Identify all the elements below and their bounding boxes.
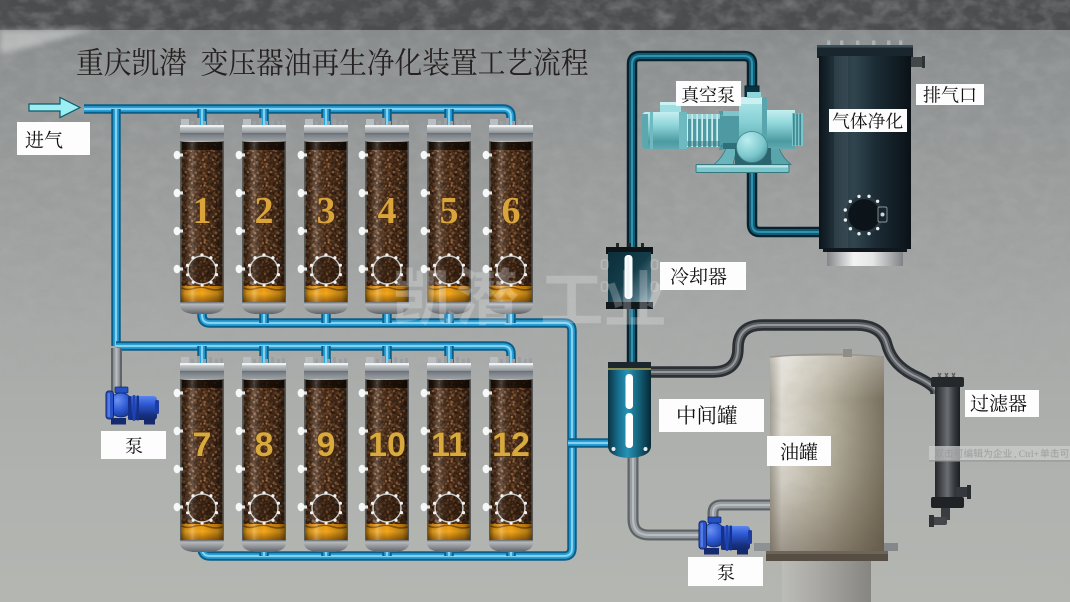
svg-text:2: 2 [255,190,274,232]
svg-text:3: 3 [317,190,336,232]
svg-text:7: 7 [193,426,212,464]
svg-text:10: 10 [368,426,406,464]
svg-text:9: 9 [317,426,336,464]
svg-text:1: 1 [193,190,212,232]
svg-text:12: 12 [492,426,530,464]
svg-text:, Ctrl+: , Ctrl+ [1014,450,1039,460]
svg-text:6: 6 [502,190,521,232]
svg-text:11: 11 [431,426,467,464]
svg-text:4: 4 [378,190,397,232]
svg-text:8: 8 [255,426,274,464]
svg-text:5: 5 [440,190,459,232]
